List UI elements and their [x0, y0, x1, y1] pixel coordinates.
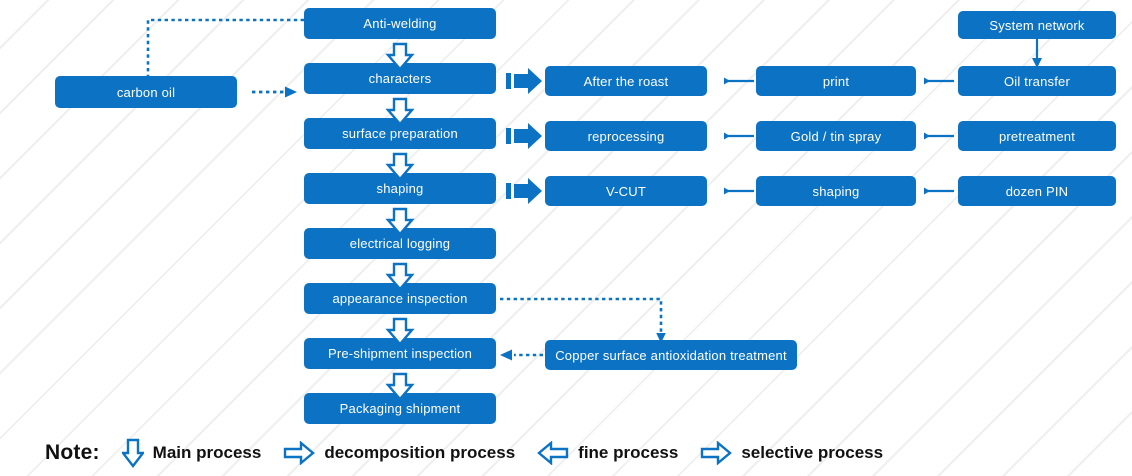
legend: Note: Main process decomposition process… [0, 430, 1132, 476]
process-box-v-cut[interactable]: V-CUT [545, 176, 707, 206]
process-box-pretreatment[interactable]: pretreatment [958, 121, 1116, 151]
process-box-anti-welding[interactable]: Anti-welding [304, 8, 496, 39]
legend-item-decomposition-process: decomposition process [283, 441, 515, 465]
process-box-system-network[interactable]: System network [958, 11, 1116, 39]
legend-item-fine-process: fine process [537, 441, 678, 465]
arrow-right-outline-icon [701, 441, 733, 465]
process-box-reprocessing[interactable]: reprocessing [545, 121, 707, 151]
legend-label-selective-process: selective process [741, 443, 884, 462]
process-box-carbon-oil[interactable]: carbon oil [55, 76, 237, 108]
process-box-after-the-roast[interactable]: After the roast [545, 66, 707, 96]
process-box-pre-shipment-inspection[interactable]: Pre-shipment inspection [304, 338, 496, 369]
process-box-characters[interactable]: characters [304, 63, 496, 94]
arrow-right-decomposition-3 [506, 178, 542, 204]
connector-appearance-to-copper [500, 297, 666, 343]
arrow-right-decomposition-2 [506, 123, 542, 149]
process-box-dozen-pin[interactable]: dozen PIN [958, 176, 1116, 206]
process-box-gold-tin-spray[interactable]: Gold / tin spray [756, 121, 916, 151]
arrow-left-outline-icon [537, 441, 569, 465]
legend-note-label: Note: [45, 441, 100, 464]
arrow-right-outline-icon [284, 441, 316, 465]
connector-copper-to-preshipment [500, 349, 543, 361]
process-box-shaping-fine[interactable]: shaping [756, 176, 916, 206]
connector-carbonoil-to-characters [252, 86, 297, 98]
arrow-right-decomposition-1 [506, 68, 542, 94]
process-box-print[interactable]: print [756, 66, 916, 96]
legend-item-selective-process: selective process [700, 441, 883, 465]
connector-systemnetwork-to-oiltransfer [1032, 39, 1042, 68]
legend-label-main-process: Main process [152, 443, 262, 462]
process-box-surface-preparation[interactable]: surface preparation [304, 118, 496, 149]
process-box-appearance-inspection[interactable]: appearance inspection [304, 283, 496, 314]
legend-item-main-process: Main process [121, 438, 262, 468]
legend-label-decomposition-process: decomposition process [324, 443, 516, 462]
process-box-packaging-shipment[interactable]: Packaging shipment [304, 393, 496, 424]
process-box-shaping[interactable]: shaping [304, 173, 496, 204]
arrow-down-outline-icon [121, 438, 144, 468]
legend-label-fine-process: fine process [578, 443, 679, 462]
process-box-electrical-logging[interactable]: electrical logging [304, 228, 496, 259]
process-box-copper-surface-antioxidation[interactable]: Copper surface antioxidation treatment [545, 340, 797, 370]
process-box-oil-transfer[interactable]: Oil transfer [958, 66, 1116, 96]
